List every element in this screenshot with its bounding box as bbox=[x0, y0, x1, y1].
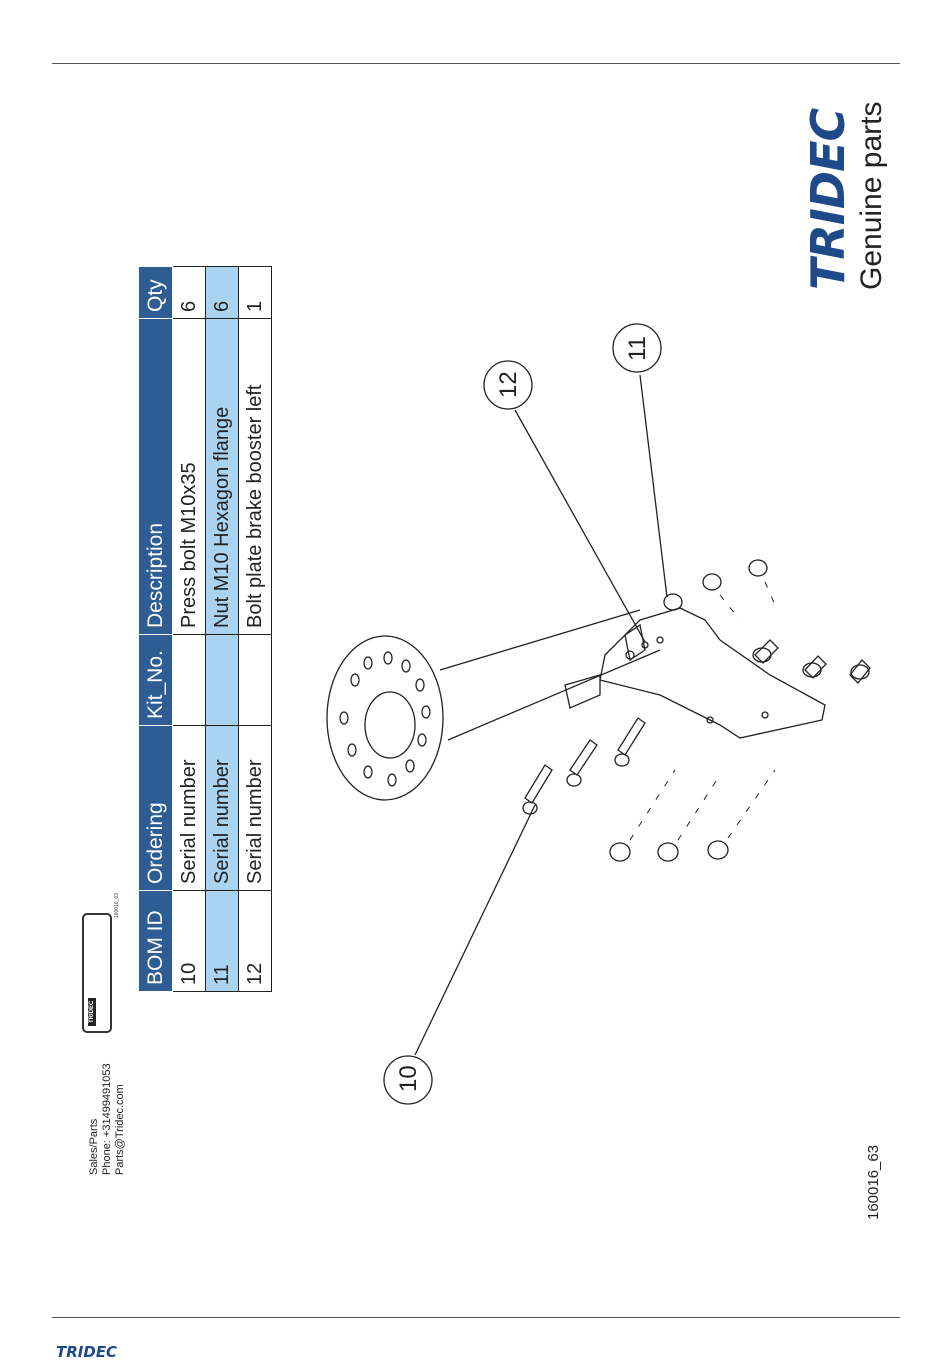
brand-tagline: Genuine parts bbox=[855, 80, 889, 290]
drawing-reference: 160016_63 bbox=[865, 1145, 882, 1220]
cell-qty: 6 bbox=[173, 267, 206, 319]
cell-ordering: Serial number bbox=[173, 726, 206, 891]
hub-bolt-holes bbox=[340, 652, 430, 786]
stamp-logo: TRIDEC bbox=[88, 998, 96, 1026]
cell-kit-no bbox=[239, 635, 272, 726]
cell-kit-no bbox=[206, 635, 239, 726]
bom-table: BOM ID Ordering Kit_No. Description Qty … bbox=[138, 266, 272, 992]
contact-title: Sales/Parts bbox=[88, 1063, 101, 1175]
cell-qty: 6 bbox=[206, 267, 239, 319]
flange-nuts bbox=[610, 560, 767, 861]
cell-description: Press bolt M10x35 bbox=[173, 319, 206, 635]
col-description: Description bbox=[139, 319, 173, 635]
contact-block: Sales/Parts Phone: +31499491053 Parts@Tr… bbox=[88, 1063, 127, 1175]
leader-10 bbox=[415, 805, 535, 1055]
brand-block: TRIDEC Genuine parts bbox=[805, 80, 885, 290]
col-bom-id: BOM ID bbox=[139, 891, 173, 992]
bottom-rule bbox=[52, 1317, 900, 1318]
table-row: 10 Serial number Press bolt M10x35 6 bbox=[173, 267, 206, 992]
callout-10-label: 10 bbox=[395, 1065, 422, 1092]
contact-email: Parts@Tridec.com bbox=[114, 1063, 127, 1175]
col-qty: Qty bbox=[139, 267, 173, 319]
leader-12 bbox=[515, 410, 645, 642]
type-plate-stamp: TRIDEC 160016_63 bbox=[82, 913, 112, 1033]
cell-qty: 1 bbox=[239, 267, 272, 319]
stamp-serial: 160016_63 bbox=[114, 893, 120, 918]
press-bolts bbox=[523, 640, 870, 814]
tridec-logo: TRIDEC bbox=[805, 80, 851, 290]
col-ordering: Ordering bbox=[139, 726, 173, 891]
footer-tridec-logo: TRIDEC bbox=[56, 1343, 117, 1361]
axle-tube-top-edge bbox=[440, 610, 640, 670]
cell-description: Nut M10 Hexagon flange bbox=[206, 319, 239, 635]
hub-bore bbox=[365, 692, 415, 758]
callout-12-label: 12 bbox=[495, 371, 522, 398]
col-kit-no: Kit_No. bbox=[139, 635, 173, 726]
contact-phone: Phone: +31499491053 bbox=[101, 1063, 114, 1175]
exploded-parts-drawing: 10 12 11 bbox=[300, 320, 900, 1140]
axle-tube-bottom-edge bbox=[448, 650, 660, 740]
cell-ordering: Serial number bbox=[239, 726, 272, 891]
bom-header-row: BOM ID Ordering Kit_No. Description Qty bbox=[139, 267, 173, 992]
cell-description: Bolt plate brake booster left bbox=[239, 319, 272, 635]
cell-bom-id: 12 bbox=[239, 891, 272, 992]
leader-11 bbox=[640, 375, 667, 597]
cell-bom-id: 10 bbox=[173, 891, 206, 992]
top-rule bbox=[52, 63, 900, 64]
cell-ordering: Serial number bbox=[206, 726, 239, 891]
table-row: 12 Serial number Bolt plate brake booste… bbox=[239, 267, 272, 992]
cell-kit-no bbox=[173, 635, 206, 726]
cell-bom-id: 11 bbox=[206, 891, 239, 992]
table-row: 11 Serial number Nut M10 Hexagon flange … bbox=[206, 267, 239, 992]
callout-11-label: 11 bbox=[624, 336, 651, 361]
